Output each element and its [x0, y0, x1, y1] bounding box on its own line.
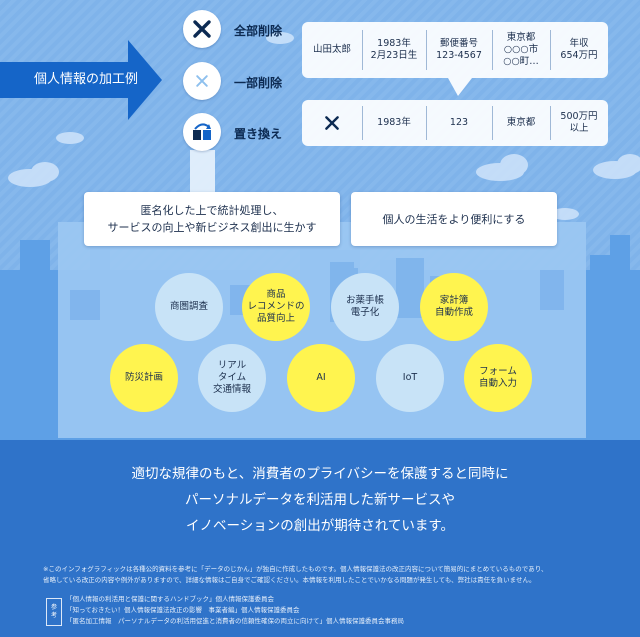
message-line-3: イノベーションの創出が期待されています。: [186, 518, 454, 534]
record-name-removed: [302, 100, 362, 146]
processed-birth: 1983年: [377, 117, 411, 128]
reference-tag: 参考: [46, 598, 62, 626]
delete-all-label: 全部削除: [234, 24, 283, 38]
use-case-iot: IoT: [376, 344, 444, 412]
reference-3: 「匿名加工情報 パーソナルデータの利活用促進と消費者の信頼性確保の両立に向けて」…: [66, 617, 404, 625]
use-case-ai: AI: [287, 344, 355, 412]
replace-label: 置き換え: [234, 127, 283, 141]
record-name: 山田太郎: [312, 44, 351, 55]
delete-partial-label: 一部削除: [234, 76, 283, 90]
disclaimer-line-2: 省略している改正の内容や例外がありますので、詳細な情報はご自身でご確認ください。…: [43, 576, 536, 584]
use-case-form-autofill: フォーム自動入力: [464, 344, 532, 412]
callout-statistics: 匿名化した上で統計処理し、サービスの向上や新ビジネス創出に生かす: [84, 192, 340, 246]
x-icon: [325, 116, 339, 130]
delete-partial-icon: [183, 62, 221, 100]
message-line-1: 適切な規律のもと、消費者のプライバシーを保護すると同時に: [131, 466, 509, 482]
x-icon: [193, 20, 211, 38]
use-case-traffic-info: リアルタイム交通情報: [198, 344, 266, 412]
processing-example-label: 個人情報の加工例: [34, 72, 139, 87]
use-case-medicine-book: お薬手帳電子化: [331, 273, 399, 341]
reference-2: 「知っておきたい！個人情報保護法改正の影響 事業者編」個人情報保護委員会: [66, 606, 300, 614]
processed-record-card: 1983年 123 東京都 500万円以上: [302, 100, 608, 146]
use-case-recommendation: 商品レコメンドの品質向上: [242, 273, 310, 341]
processed-income: 500万円以上: [560, 111, 598, 134]
replace-op-icon: [183, 113, 221, 151]
disclaimer-line-1: ※このインフォグラフィックは各種公的資料を参考に「データのじかん」が独自に作成し…: [43, 565, 548, 573]
replace-icon: [193, 123, 211, 140]
use-case-disaster-plan: 防災計画: [110, 344, 178, 412]
delete-all-icon: [183, 10, 221, 48]
record-address: 東京都○○○市○○町…: [503, 32, 539, 67]
processed-postal: 123: [449, 117, 469, 128]
use-case-trade-area: 商圏調査: [155, 273, 223, 341]
arrow-shape: [0, 40, 162, 120]
processed-address: 東京都: [506, 117, 536, 128]
reference-1: 「個人情報の利活用と保護に関するハンドブック」個人情報保護委員会: [66, 595, 274, 603]
callout-convenience: 個人の生活をより便利にする: [351, 192, 557, 246]
message-line-2: パーソナルデータを利活用した新サービスや: [185, 492, 455, 508]
use-case-household-budget: 家計簿自動作成: [420, 273, 488, 341]
x-icon: [196, 75, 208, 87]
